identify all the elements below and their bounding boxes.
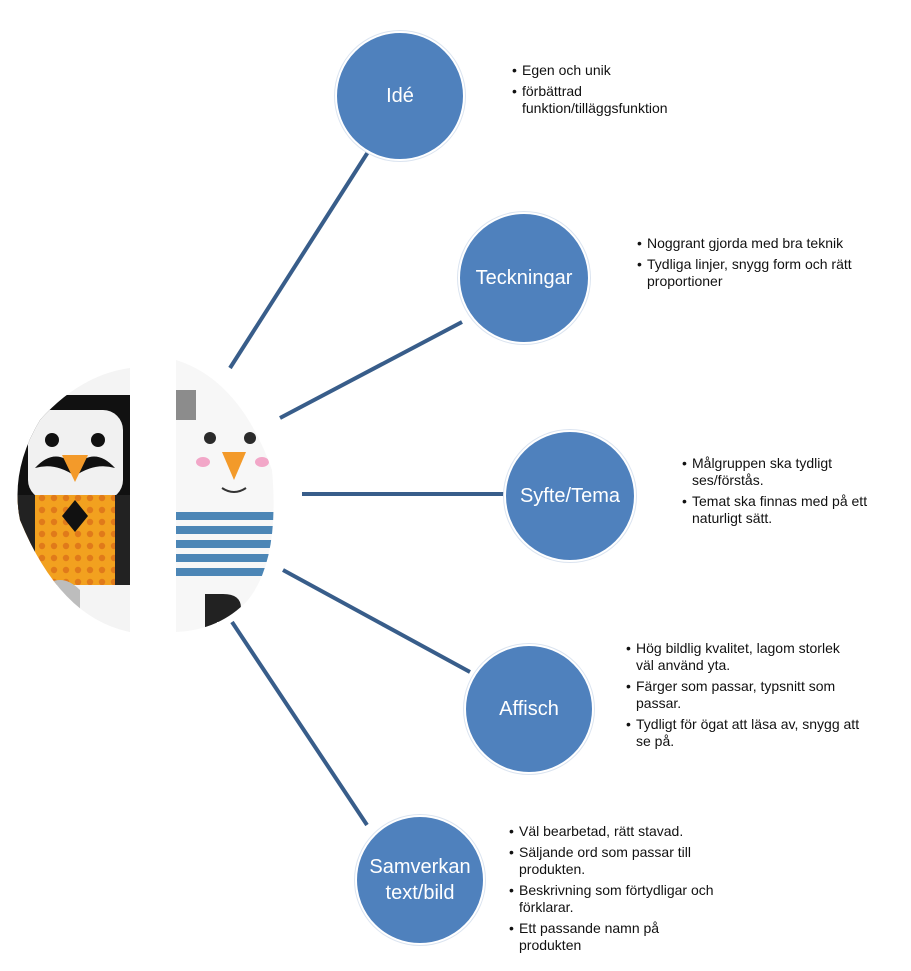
node-label: Idé	[386, 85, 414, 107]
bullet-list-ide: Egen och unik förbättrad funktion/tilläg…	[512, 62, 742, 121]
bullet-item: Noggrant gjorda med bra teknik	[637, 235, 847, 252]
pepper-shaker-image	[176, 360, 274, 632]
bullet-item: Färger som passar, typsnitt som passar.	[626, 678, 846, 712]
node-label: Samverkan text/bild	[369, 856, 471, 904]
node-samverkan-text-bild: Samverkan text/bild	[355, 815, 485, 945]
bullet-item: Tydligt för ögat att läsa av, snygg att …	[626, 716, 866, 750]
bullet-list-samverkan: Väl bearbetad, rätt stavad. Säljande ord…	[509, 823, 745, 958]
node-label: Syfte/Tema	[519, 485, 621, 507]
bullet-list-syfte-tema: Målgruppen ska tydligt ses/förstås. Tema…	[682, 455, 904, 531]
bullet-item: förbättrad funktion/tilläggsfunktion	[512, 83, 692, 117]
bullet-item: Beskrivning som förtydligar och förklara…	[509, 882, 745, 916]
connector-affisch	[282, 568, 471, 674]
node-teckningar: Teckningar	[458, 212, 590, 344]
node-ide: Idé	[335, 31, 465, 161]
bullet-item: Egen och unik	[512, 62, 742, 79]
bullet-item: Väl bearbetad, rätt stavad.	[509, 823, 745, 840]
connector-samverkan	[230, 620, 369, 827]
bullet-list-affisch: Hög bildlig kvalitet, lagom storlek väl …	[626, 640, 862, 754]
bullet-item: Hög bildlig kvalitet, lagom storlek väl …	[626, 640, 856, 674]
node-affisch: Affisch	[464, 644, 594, 774]
node-label: Teckningar	[475, 267, 573, 289]
salt-shaker-image	[17, 368, 130, 632]
bullet-item: Ett passande namn på produkten	[509, 920, 679, 954]
bullet-list-teckningar: Noggrant gjorda med bra teknik Tydliga l…	[637, 235, 873, 294]
connector-ide	[228, 150, 370, 370]
bullet-item: Målgruppen ska tydligt ses/förstås.	[682, 455, 888, 489]
bullet-item: Säljande ord som passar till produkten.	[509, 844, 739, 878]
connector-teckningar	[279, 320, 463, 420]
bullet-item: Tydliga linjer, snygg form och rätt prop…	[637, 256, 873, 290]
bullet-item: Temat ska finnas med på ett naturligt sä…	[682, 493, 904, 527]
node-syfte-tema: Syfte/Tema	[504, 430, 636, 562]
node-label: Affisch	[499, 698, 559, 720]
